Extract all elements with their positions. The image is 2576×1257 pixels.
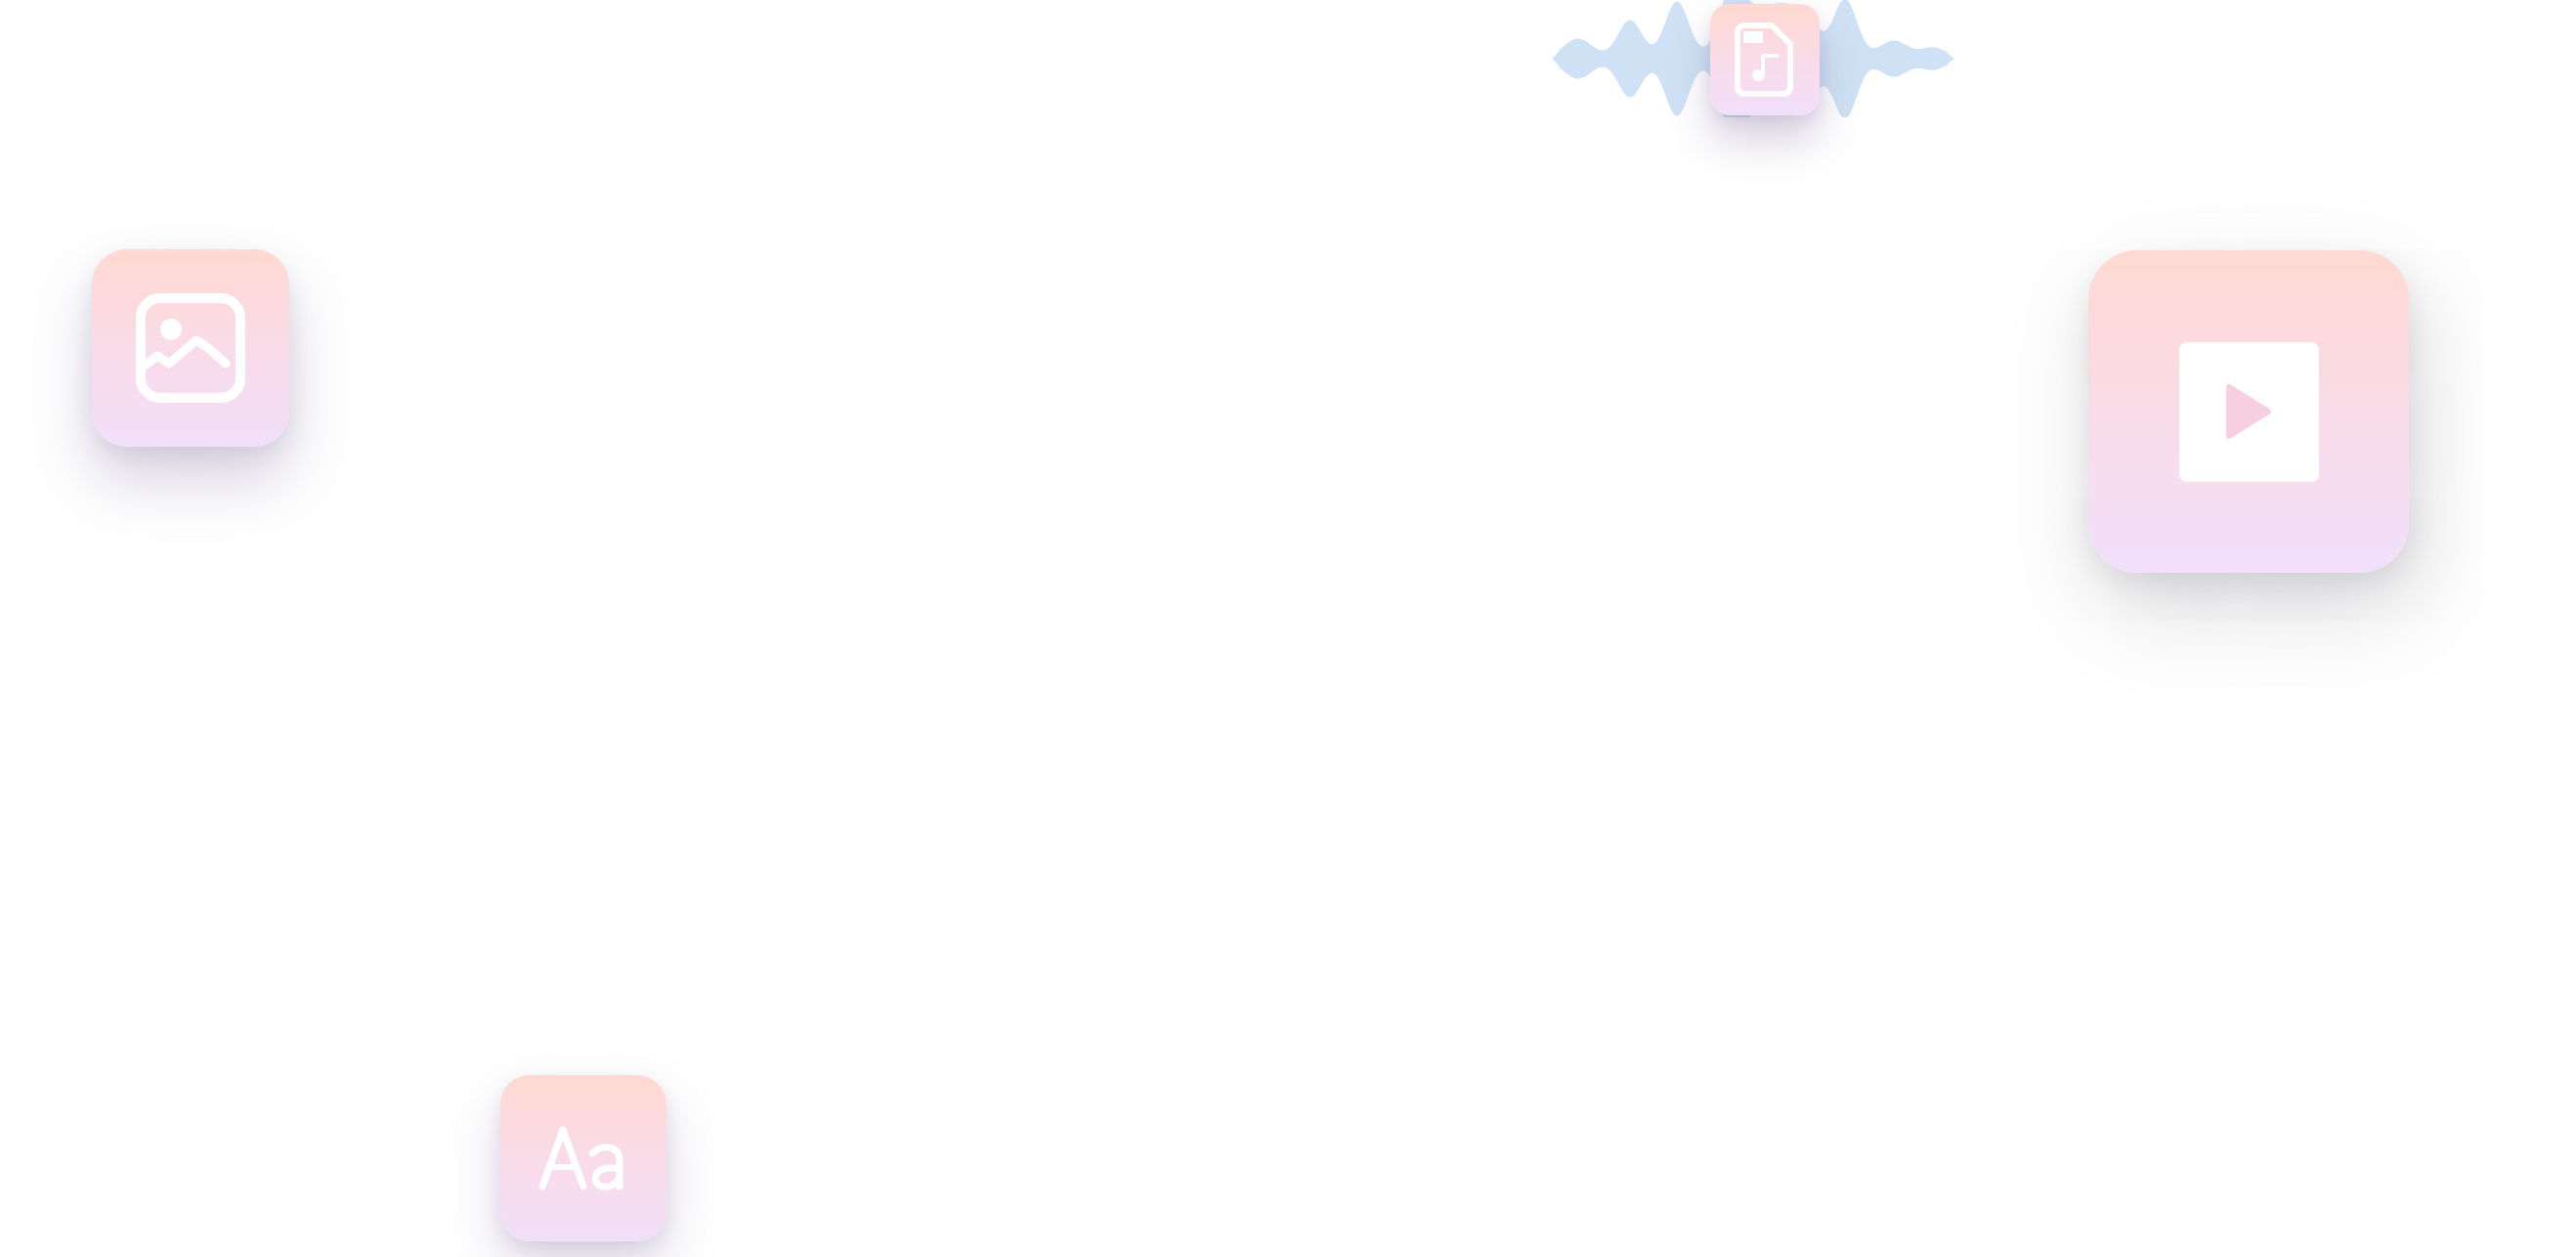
image-file-icon: [136, 293, 245, 403]
video-tile: [2088, 250, 2409, 573]
glyph-lowercase-a: [588, 1144, 623, 1191]
play-icon: [2226, 384, 2271, 439]
glyph-capital-a: [538, 1126, 587, 1191]
video-screen: [2178, 341, 2319, 482]
text-tile: [500, 1075, 666, 1241]
audio-tile: [1710, 4, 1820, 115]
music-note-stem: [1761, 54, 1779, 77]
music-file-icon: [1735, 22, 1793, 97]
image-tile: [92, 249, 289, 447]
document-header-block: [1743, 31, 1763, 43]
image-mountains: [140, 335, 231, 370]
image-sun: [160, 319, 182, 340]
image-frame: [136, 293, 245, 403]
font-icon: [538, 1126, 623, 1191]
document-outline: [1735, 22, 1793, 97]
